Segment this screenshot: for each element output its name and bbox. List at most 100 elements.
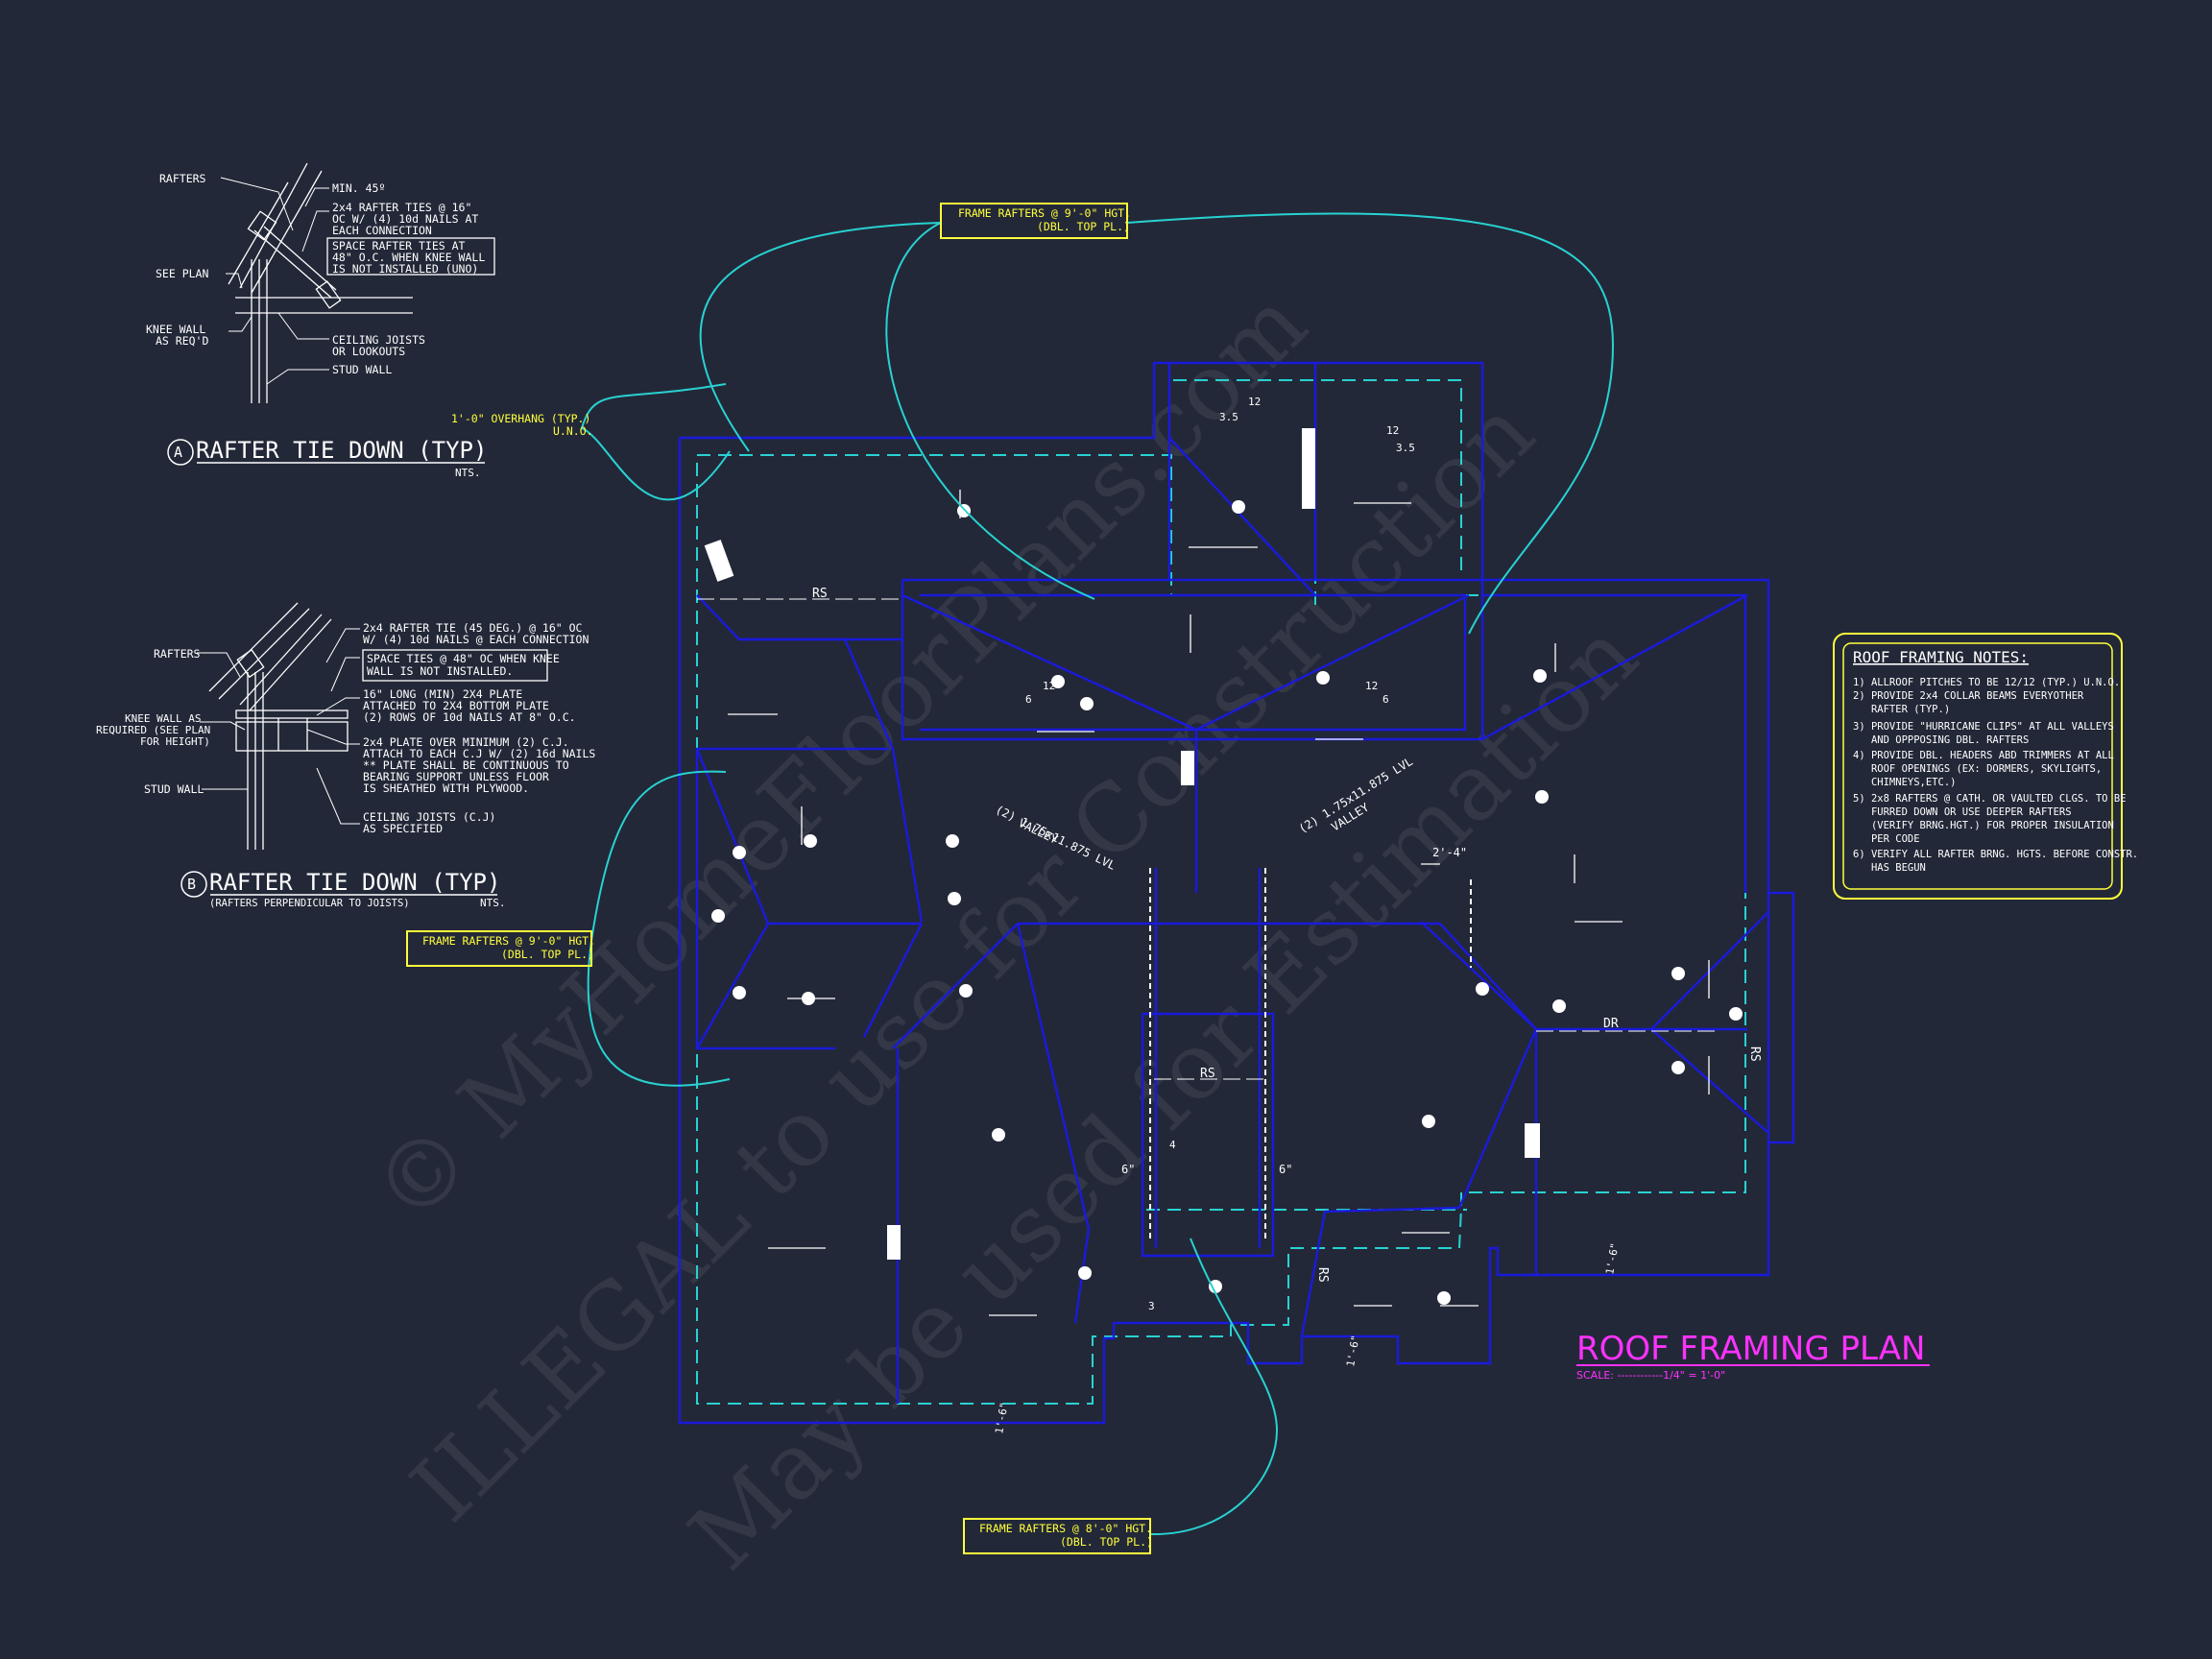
callout-bottom-line-1: FRAME RAFTERS @ 8'-0" HGT.: [979, 1522, 1152, 1535]
callout-overhang-line-1: 1'-0" OVERHANG (TYP.): [451, 412, 590, 425]
pitch-12-a: 12: [1248, 396, 1261, 408]
rs-mid: RS: [1200, 1067, 1215, 1081]
detail-a-ceiling-1: CEILING JOISTS: [332, 333, 425, 347]
callout-top: FRAME RAFTERS @ 9'-0" HGT. (DBL. TOP PL.…: [940, 203, 1131, 239]
detail-b-space-1: SPACE TIES @ 48" OC WHEN KNEE: [367, 652, 560, 665]
detail-b-tie-1: 2x4 RAFTER TIE (45 DEG.) @ 16" OC: [363, 621, 583, 635]
pitch-12-b: 12: [1386, 424, 1399, 437]
detail-a-labels: RAFTERS MIN. 45º 2x4 RAFTER TIES @ 16" O…: [146, 172, 487, 479]
pitch-12-d: 12: [1365, 680, 1378, 692]
detail-a-stud: STUD WALL: [332, 363, 392, 376]
plan-arrows: [728, 490, 1710, 1316]
detail-b-stud: STUD WALL: [144, 782, 204, 796]
detail-a-title: RAFTER TIE DOWN (TYP): [196, 437, 487, 464]
callout-left-line-1: FRAME RAFTERS @ 9'-0" HGT.: [422, 934, 595, 948]
detail-a-min: MIN. 45º: [332, 181, 385, 195]
detail-b: [180, 602, 548, 898]
detail-b-subtitle: (RAFTERS PERPENDICULAR TO JOISTS): [209, 898, 410, 909]
callout-overhang-line-2: U.N.O.: [553, 424, 593, 438]
plan-title-block: ROOF FRAMING PLAN SCALE: ------------1/4…: [1576, 1330, 1930, 1382]
detail-b-over-3: ** PLATE SHALL BE CONTINUOUS TO: [363, 758, 569, 772]
pitch-6-b: 6: [1382, 693, 1389, 706]
note-line-7: CHIMNEYS,ETC.): [1853, 777, 1956, 788]
detail-a-ties-1: 2x4 RAFTER TIES @ 16": [332, 201, 471, 214]
note-line-8: 5) 2x8 RAFTERS @ CATH. OR VAULTED CLGS. …: [1853, 793, 2126, 805]
detail-b-marker: B: [187, 876, 196, 893]
note-line-1: 2) PROVIDE 2x4 COLLAR BEAMS EVERYOTHER: [1853, 690, 2084, 702]
plan-hatch: [697, 598, 1719, 1080]
detail-b-space-2: WALL IS NOT INSTALLED.: [367, 664, 513, 678]
note-line-6: ROOF OPENINGS (EX: DORMERS, SKYLIGHTS,: [1853, 763, 2102, 775]
dim-6b: 6": [1279, 1163, 1292, 1176]
detail-b-over-2: ATTACH TO EACH C.J W/ (2) 16d NAILS: [363, 747, 595, 760]
notes-title: ROOF FRAMING NOTES:: [1853, 648, 2029, 666]
detail-b-over-1: 2x4 PLATE OVER MINIMUM (2) C.J.: [363, 735, 569, 749]
note-line-12: 6) VERIFY ALL RAFTER BRNG. HGTS. BEFORE …: [1853, 849, 2138, 860]
note-line-0: 1) ALLROOF PITCHES TO BE 12/12 (TYP.) U.…: [1853, 677, 2120, 688]
pitch-4: 4: [1169, 1139, 1176, 1151]
note-line-11: PER CODE: [1853, 833, 1920, 845]
detail-a-space-2: 48" O.C. WHEN KNEE WALL: [332, 251, 485, 264]
note-line-5: 4) PROVIDE DBL. HEADERS ABD TRIMMERS AT …: [1853, 750, 2114, 761]
rs-bot: RS: [1315, 1267, 1330, 1283]
callout-overhang: 1'-0" OVERHANG (TYP.) U.N.O.: [451, 412, 593, 438]
pitch-3: 3: [1148, 1300, 1155, 1312]
callout-left: FRAME RAFTERS @ 9'-0" HGT. (DBL. TOP PL.…: [406, 930, 595, 967]
detail-b-labels: RAFTERS 2x4 RAFTER TIE (45 DEG.) @ 16" O…: [96, 621, 595, 909]
detail-a-scale: NTS.: [455, 467, 481, 479]
detail-b-knee-1: KNEE WALL AS: [125, 712, 201, 725]
detail-b-cj-2: AS SPECIFIED: [363, 822, 443, 835]
note-line-2: RAFTER (TYP.): [1853, 704, 1950, 715]
detail-b-knee-2: REQUIRED (SEE PLAN: [96, 724, 210, 736]
detail-a-rafters: RAFTERS: [159, 172, 206, 185]
note-line-3: 3) PROVIDE "HURRICANE CLIPS" AT ALL VALL…: [1853, 721, 2114, 733]
detail-a-knee-2: AS REQ'D: [156, 334, 208, 348]
detail-b-plate-3: (2) ROWS OF 10d NAILS AT 8" O.C.: [363, 710, 576, 724]
exterior-walls-dashed: [696, 379, 1746, 1405]
dim-6a: 6": [1121, 1163, 1135, 1176]
dim-br: 1'-6": [1603, 1242, 1622, 1276]
callout-bottom-line-2: (DBL. TOP PL.): [1060, 1535, 1153, 1549]
detail-b-over-5: IS SHEATHED WITH PLYWOOD.: [363, 781, 529, 795]
note-line-9: FURRED DOWN OR USE DEEPER RAFTERS: [1853, 806, 2072, 818]
detail-b-tie-2: W/ (4) 10d NAILS @ EACH CONNECTION: [363, 633, 589, 646]
plan-tags: [704, 428, 1743, 1305]
detail-a: [167, 162, 495, 466]
dim-bm: 1'-6": [1344, 1334, 1362, 1368]
rs-right: RS: [1747, 1046, 1762, 1062]
detail-a-marker: A: [174, 444, 182, 461]
detail-a-ceiling-2: OR LOOKOUTS: [332, 345, 405, 358]
detail-a-ties-3: EACH CONNECTION: [332, 224, 432, 237]
callout-top-line-1: FRAME RAFTERS @ 9'-0" HGT.: [958, 206, 1131, 220]
detail-b-knee-3: FOR HEIGHT): [140, 735, 210, 748]
plan-title: ROOF FRAMING PLAN: [1576, 1330, 1925, 1368]
callout-left-line-2: (DBL. TOP PL.): [501, 948, 594, 961]
pitch-35-b: 3.5: [1396, 442, 1415, 454]
dim-right: 2'-4": [1432, 846, 1467, 859]
note-line-13: HAS BEGUN: [1853, 862, 1926, 874]
detail-a-see-plan: SEE PLAN: [156, 267, 208, 280]
note-line-4: AND OPPPOSING DBL. RAFTERS: [1853, 734, 2029, 746]
pitch-12-c: 12: [1043, 680, 1055, 692]
detail-b-cj-1: CEILING JOISTS (C.J): [363, 810, 495, 824]
detail-a-knee-1: KNEE WALL: [146, 323, 205, 336]
detail-b-plate-2: ATTACHED TO 2X4 BOTTOM PLATE: [363, 699, 549, 712]
roof-framing-notes: ROOF FRAMING NOTES: 1) ALLROOF PITCHES T…: [1833, 633, 2138, 900]
detail-b-rafters: RAFTERS: [154, 647, 201, 661]
dim-bl: 1'-6": [993, 1402, 1011, 1435]
detail-a-space-3: IS NOT INSTALLED (UNO): [332, 262, 478, 276]
rs-top: RS: [812, 587, 828, 601]
callout-bottom: FRAME RAFTERS @ 8'-0" HGT. (DBL. TOP PL.…: [963, 1518, 1153, 1554]
detail-b-scale: NTS.: [480, 897, 506, 909]
leader-curves: [581, 212, 1615, 1536]
roof-outline: [678, 361, 1795, 1425]
plan-lvl-beams: [1149, 868, 1472, 1238]
watermark: © MyHomeFloorPlans.com ILLEGAL to use fo…: [352, 270, 1658, 1590]
detail-b-title: RAFTER TIE DOWN (TYP): [209, 869, 500, 896]
detail-a-space-1: SPACE RAFTER TIES AT: [332, 239, 466, 252]
pitch-6-a: 6: [1025, 693, 1032, 706]
note-line-10: (VERIFY BRNG.HGT.) FOR PROPER INSULATION: [1853, 820, 2114, 831]
dr-label: DR: [1603, 1017, 1619, 1031]
detail-b-plate-1: 16" LONG (MIN) 2X4 PLATE: [363, 687, 522, 701]
